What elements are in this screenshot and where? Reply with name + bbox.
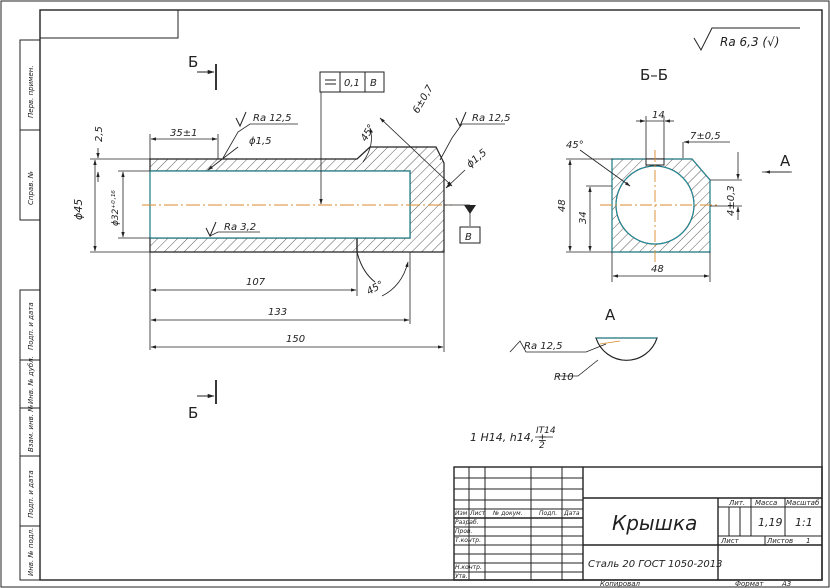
left-margin-labels: Перв. примен. Справ. № Подп. и дата Инв.… — [27, 65, 35, 576]
tolerance-datum: В — [370, 78, 377, 89]
title-block-grid — [453, 466, 823, 581]
margin-label: Взам. инв. № — [27, 404, 35, 452]
view-a-title: А — [605, 306, 616, 324]
main-view-dims — [90, 92, 505, 352]
section-view-dims — [566, 116, 792, 282]
dim-w48: 48 — [651, 264, 664, 275]
note-frac-num: IT14 — [536, 426, 556, 436]
general-roughness-text: Ra 6,3 (√) — [720, 35, 779, 49]
left-margin-table — [19, 39, 41, 581]
margin-label: Перв. примен. — [27, 65, 35, 118]
dim-a45b: 45° — [365, 279, 386, 297]
view-a-part — [509, 337, 658, 377]
dim-a45: 45° — [566, 140, 584, 151]
datum-triangle — [464, 205, 476, 214]
margin-label: Подп. и дата — [27, 470, 35, 518]
material-text: Сталь 20 ГОСТ 1050-2013 — [588, 559, 723, 570]
datum-box: В — [459, 226, 481, 244]
dim-h34: 34 — [578, 211, 589, 224]
cut-letter-bottom: Б — [188, 404, 198, 422]
section-title: Б–Б — [640, 66, 668, 84]
title-block-labels: Изм Лист № докум. Подп. Дата Разраб. Про… — [455, 499, 820, 588]
margin-label: Справ. № — [27, 171, 35, 205]
margin-label: Подп. и дата — [27, 302, 35, 350]
role-label: Разраб. — [455, 519, 479, 526]
section-view-part — [600, 150, 720, 262]
scale-value: 1:1 — [795, 516, 813, 529]
dim-d45: ϕ45 — [72, 199, 85, 220]
mass-label: Масса — [755, 499, 777, 507]
margin-label: Инв. № подл. — [27, 528, 35, 576]
dim-a45a: 45° — [359, 123, 377, 144]
dim-d32: ϕ32⁺⁰·¹⁶ — [111, 190, 121, 226]
cutting-plane-marks — [197, 64, 217, 404]
dim-c15a: ϕ1,5 — [249, 136, 272, 147]
part-title: Крышка — [612, 511, 697, 535]
head-col: Подп. — [539, 510, 557, 517]
dim-35: 35±1 — [170, 128, 197, 139]
note-text: 1 H14, h14, ± — [470, 431, 547, 444]
cut-letter-top: Б — [188, 53, 198, 71]
tolerance-frame: 0,1 В — [319, 71, 385, 93]
roughness-label: Ra 3,2 — [224, 222, 256, 233]
dim-w7: 7±0,5 — [690, 131, 721, 142]
footer-copy: Копировал — [600, 580, 641, 588]
sheet-label: Лист — [720, 537, 740, 545]
tolerance-value: 0,1 — [344, 78, 360, 89]
note-frac-den: 2 — [539, 441, 545, 451]
sheets-label: Листов — [766, 537, 793, 545]
dim-150: 150 — [286, 334, 305, 345]
head-col: Лист — [469, 510, 486, 517]
head-col: Изм — [455, 510, 468, 517]
head-col: № докум. — [492, 510, 523, 517]
scale-label: Масштаб — [786, 499, 820, 507]
dim-h48: 48 — [557, 199, 568, 212]
dim-133: 133 — [268, 307, 287, 318]
section-view-labels: 14 7±0,5 45° 48 34 4±0,3 48 А — [557, 110, 791, 275]
role-label: Утв. — [455, 573, 468, 580]
margin-label: Инв. № дубл. — [27, 356, 35, 404]
main-view-part — [142, 146, 452, 283]
sheets-value: 1 — [806, 537, 810, 545]
view-a-roughness: Ra 12,5 — [524, 341, 563, 352]
dim-chamfer: 6±0,7 — [411, 83, 436, 116]
view-a-radius: R10 — [554, 372, 574, 383]
general-roughness: Ra 6,3 (√) — [693, 27, 800, 52]
lit-label: Лит. — [728, 499, 745, 507]
role-label: Пров. — [455, 528, 473, 535]
dim-w14: 14 — [652, 110, 665, 121]
dim-h4: 4±0,3 — [726, 185, 737, 216]
roughness-label: Ra 12,5 — [472, 113, 511, 124]
datum-letter: В — [465, 232, 472, 243]
view-arrow-letter: А — [780, 152, 791, 170]
dim-c15b: ϕ1,5 — [465, 147, 489, 170]
dim-25: 2,5 — [94, 126, 105, 142]
tolerance-note: 1 H14, h14, ± IT14 2 — [470, 426, 556, 451]
role-label: Т.контр. — [455, 537, 481, 544]
roughness-label: Ra 12,5 — [253, 113, 292, 124]
role-label: Н.контр. — [455, 564, 482, 571]
dim-107: 107 — [246, 277, 266, 288]
mass-value: 1,19 — [758, 516, 783, 529]
footer-format: Формат — [735, 580, 764, 588]
head-col: Дата — [563, 510, 580, 517]
footer-size: А3 — [781, 580, 791, 588]
roughness-ticks — [205, 111, 467, 238]
